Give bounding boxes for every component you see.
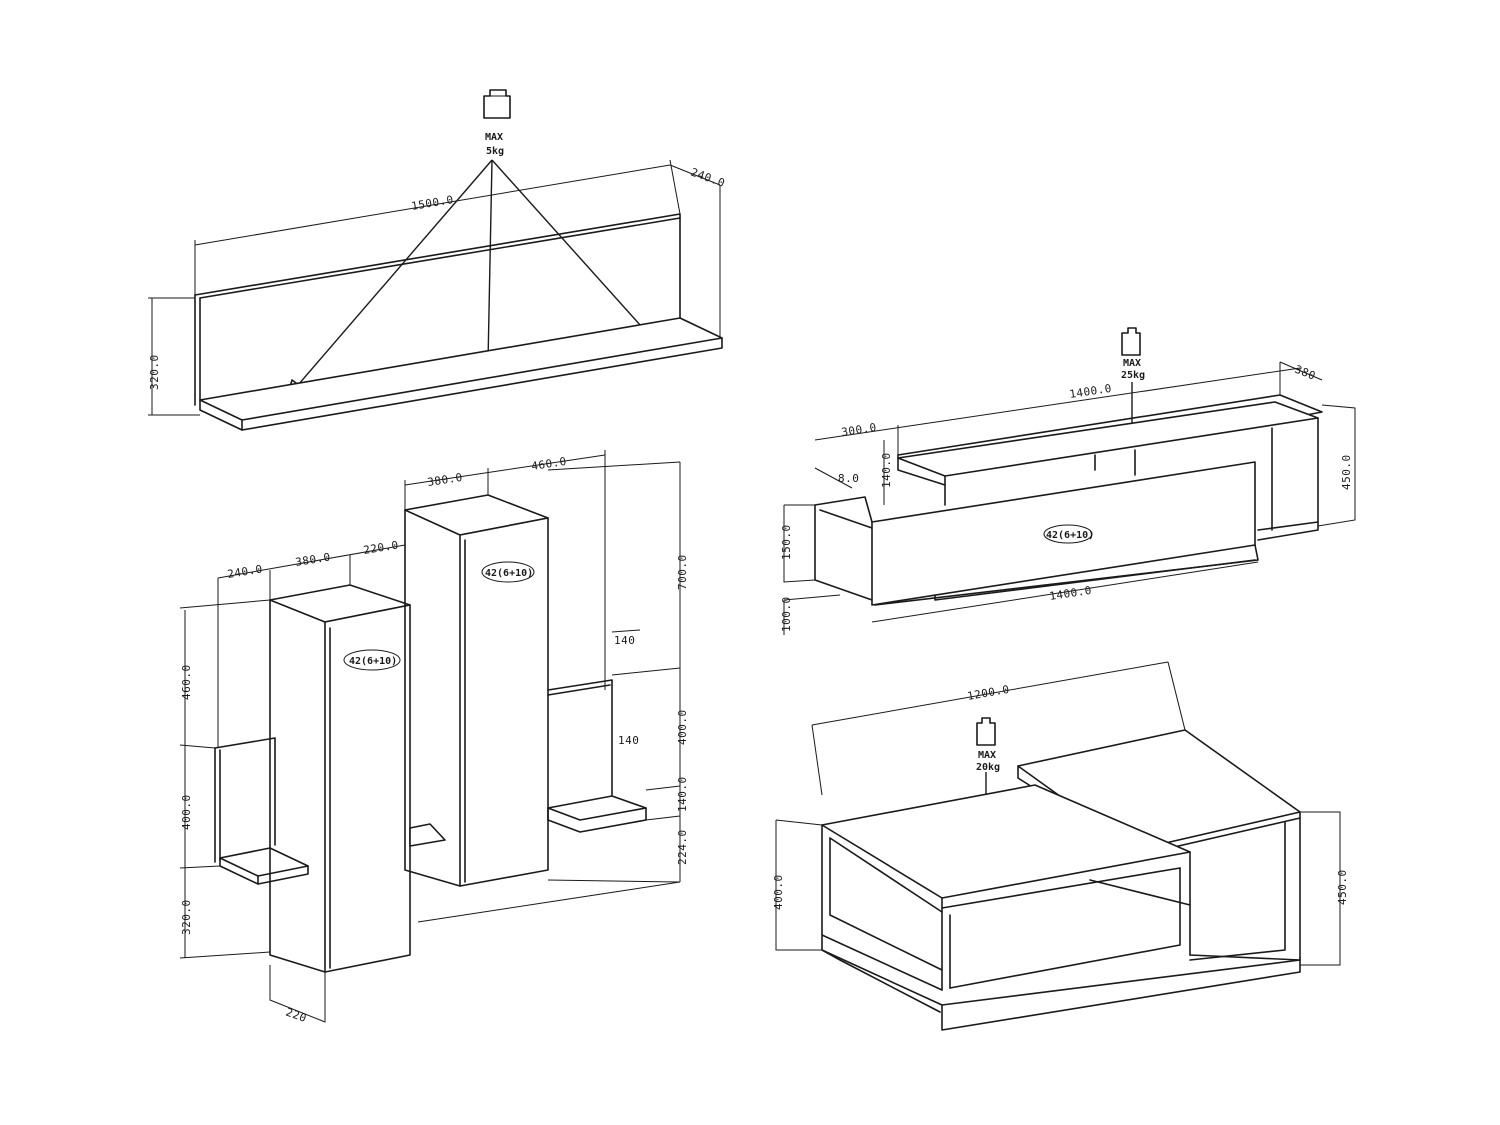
shelf-height-label: 320.0 — [148, 354, 161, 390]
tv-height-right-label: 450.0 — [1340, 454, 1353, 490]
dim-d2-label: 380.0 — [294, 551, 331, 569]
tv-bottom-width-label: 1400.0 — [1049, 584, 1093, 603]
left-h3-label: 320.0 — [180, 899, 193, 935]
dim-d1-label: 240.0 — [226, 563, 263, 581]
weight-value: 5kg — [486, 146, 504, 157]
tv-badge: 42(6+10) — [1043, 524, 1094, 544]
right-h2-label: 400.0 — [676, 709, 689, 745]
wall-shelf-drawing: MAX 5kg 1500.0 240.0 320.0 — [148, 89, 727, 431]
tv-stand-drawing: MAX 25kg 42(6+10) 1400.0 300.0 — [780, 327, 1356, 635]
tv-top-width-label: 1400.0 — [1069, 382, 1113, 401]
right-h3-label: 140.0 — [676, 776, 689, 812]
badge-right-text: 42(6+10) — [485, 568, 533, 579]
weight-icon — [976, 717, 996, 746]
tv-foot-label: 100.0 — [780, 596, 793, 632]
weight-label: MAX — [978, 750, 996, 761]
dim-d5-label: 460.0 — [531, 455, 568, 473]
bottom-depth-label: 220 — [284, 1006, 309, 1026]
shelf-b-label: 140 — [618, 734, 639, 747]
table-width-label: 1200.0 — [966, 683, 1010, 703]
table-height-right-label: 450.0 — [1336, 869, 1349, 905]
tv-mid-h-label: 150.0 — [780, 524, 793, 560]
table-height-left-label: 400.0 — [772, 874, 785, 910]
tv-depth-label: 380 — [1293, 363, 1318, 383]
weight-label: MAX — [485, 132, 503, 143]
tv-upper-h-label: 140.0 — [880, 452, 893, 488]
tv-left-width-label: 300.0 — [841, 421, 878, 439]
tv-small-label: 8.0 — [838, 472, 859, 485]
right-h4-label: 224.0 — [676, 829, 689, 865]
weight-icon — [1121, 327, 1141, 356]
coffee-table-drawing: MAX 20kg 1200.0 400.0 450 — [772, 661, 1349, 1031]
weight-value: 20kg — [976, 762, 1000, 773]
right-h1-label: 700.0 — [676, 554, 689, 590]
weight-label: MAX — [1123, 358, 1141, 369]
dim-d3-label: 220.0 — [362, 539, 399, 557]
weight-value: 25kg — [1121, 370, 1145, 381]
tv-badge-text: 42(6+10) — [1046, 530, 1094, 541]
weight-icon — [483, 89, 511, 119]
left-h1-label: 460.0 — [180, 664, 193, 700]
dim-d4-label: 380.0 — [427, 471, 464, 489]
badge-left: 42(6+10) — [343, 649, 401, 671]
shelf-depth-label: 240.0 — [689, 166, 727, 190]
badge-left-text: 42(6+10) — [349, 656, 397, 667]
badge-right: 42(6+10) — [481, 561, 535, 583]
left-h2-label: 400.0 — [180, 794, 193, 830]
shelf-a-label: 140 — [614, 634, 635, 647]
wall-units-drawing: 42(6+10) 42(6+10) 460.0 400.0 320.0 — [179, 450, 689, 1026]
